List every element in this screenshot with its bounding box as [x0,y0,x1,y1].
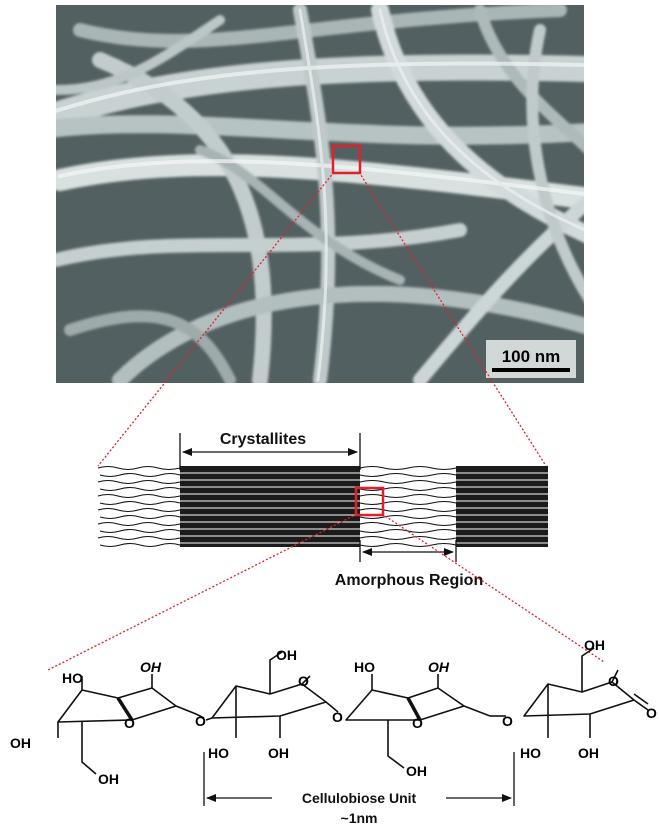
svg-text:O: O [298,673,309,689]
zoom-lines-lower [47,513,605,671]
amorphous-chains [97,465,457,548]
svg-text:O: O [608,673,619,689]
svg-text:OH: OH [276,647,297,663]
svg-text:HO: HO [62,670,83,686]
nanofiber-highlights [56,8,584,382]
crystalline-block-right [456,466,548,547]
zoom-lines-upper [97,171,547,467]
svg-text:OH: OH [578,745,599,761]
svg-text:HO: HO [520,745,541,761]
svg-text:OH: OH [428,659,450,675]
svg-text:O: O [195,713,206,729]
scale-bar: 100 nm [486,340,576,378]
cellulose-molecule [57,647,649,775]
cellulobiose-size-label: ~1nm [341,810,378,826]
zoom-box-micrograph [331,144,362,175]
svg-text:OH: OH [140,659,162,675]
scale-bar-label: 100 nm [502,347,561,366]
svg-text:O: O [412,715,423,731]
crystalline-block-left [180,466,360,547]
svg-text:O: O [124,715,135,731]
svg-text:HO: HO [208,745,229,761]
cellulobiose-unit-label: Cellulobiose Unit [302,790,417,806]
cellulobiose-dimension: Cellulobiose Unit ~1nm [203,752,515,826]
svg-text:O: O [646,705,657,721]
svg-text:OH: OH [98,771,119,787]
svg-text:OH: OH [584,637,605,653]
fibril-schematic: Crystallites Amorphous Region [97,431,548,589]
svg-text:OH: OH [268,745,289,761]
sem-micrograph: 100 nm [56,5,584,383]
zoom-box-fibril [354,486,385,517]
glucose-ring-1 [57,674,197,775]
glucose-ring-4 [523,647,649,738]
svg-text:O: O [502,713,513,729]
amorphous-label: Amorphous Region [335,572,483,589]
molecule-atom-labels: HO OH OH OH O O OH HO OH O O HO OH O OH … [10,637,657,787]
svg-text:OH: OH [10,735,31,751]
svg-text:O: O [332,709,343,725]
svg-text:HO: HO [354,659,375,675]
svg-text:OH: OH [406,763,427,779]
glucose-ring-3 [345,674,491,769]
crystallites-label: Crystallites [220,431,306,448]
glucose-ring-2 [205,651,327,738]
